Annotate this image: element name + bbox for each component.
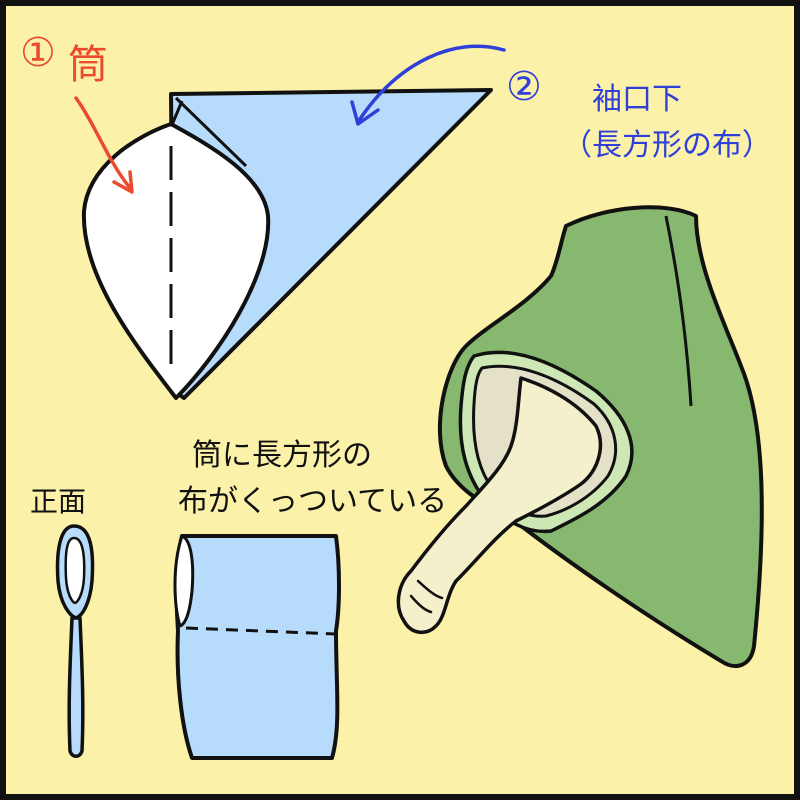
- front-view-diagram: [55, 524, 95, 758]
- cuff-number-label: ②: [506, 64, 542, 110]
- tube-number-label: ①: [20, 30, 56, 76]
- attached-cloth-body: [174, 534, 341, 760]
- attached-cloth-seam: [185, 626, 337, 636]
- front-view-tube-hole: [64, 536, 86, 605]
- attached-cloth-opening: [173, 534, 195, 628]
- worn-sleeve-illustration: [396, 205, 764, 668]
- sleeve-diagram: [81, 88, 493, 400]
- cloth-arrow: [350, 44, 506, 126]
- front-view-label: 正面: [30, 485, 87, 518]
- cuff-name-label: 袖口下: [592, 82, 682, 117]
- arm: [396, 376, 603, 634]
- caption-line-2: 布がくっついている: [178, 484, 448, 519]
- tube-arrow: [74, 96, 134, 194]
- illustration-canvas: [55, 44, 764, 760]
- cuff-desc-label: （長方形の布）: [562, 128, 772, 163]
- front-view-cloth-strip: [67, 616, 85, 758]
- attached-cloth-diagram: [173, 534, 341, 760]
- tube-name-label: 筒: [68, 42, 108, 88]
- caption-line-1: 筒に長方形の: [192, 438, 372, 473]
